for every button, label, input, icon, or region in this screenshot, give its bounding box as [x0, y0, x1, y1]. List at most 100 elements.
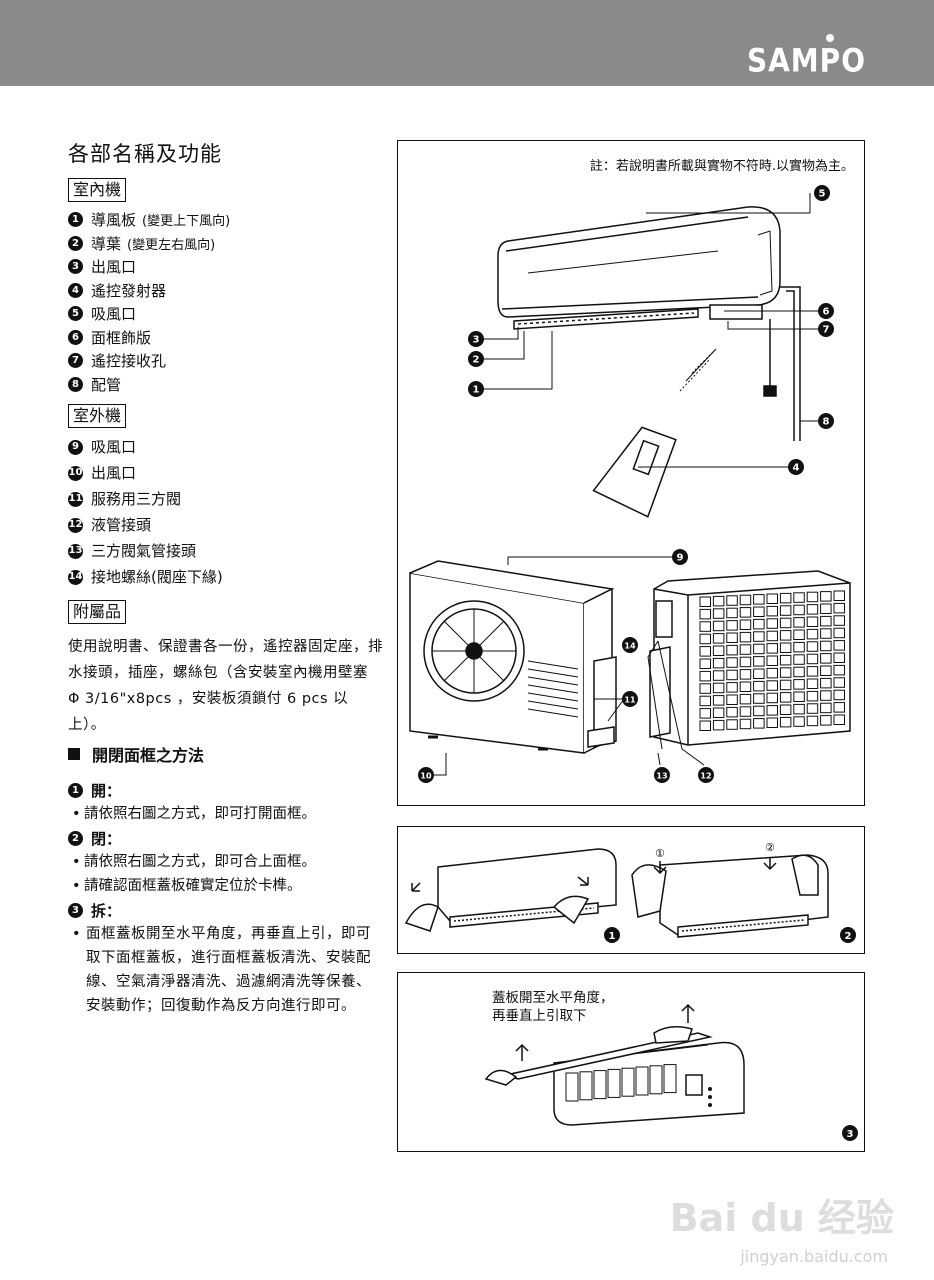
item-label: 導風板: [91, 211, 137, 230]
grid-cell: [793, 716, 805, 727]
grid-cell: [699, 608, 711, 620]
step-heading: 1 開：: [68, 778, 384, 802]
grid-cell: [699, 708, 711, 719]
grid-cell: [739, 607, 752, 618]
grid-cell: [712, 633, 725, 644]
list-item: 2 導葉 (變更左右風向): [68, 232, 384, 256]
signal-waves: [679, 348, 717, 392]
step-number-badge: 1: [68, 782, 83, 798]
grid-cell: [793, 604, 805, 616]
item-label: 吸風口: [91, 438, 137, 456]
callout-label: 8: [823, 417, 830, 428]
grid-cell: [712, 620, 725, 632]
grid-cell: [820, 715, 832, 726]
accessories-label: 附屬品: [68, 600, 127, 624]
grid-cell: [806, 628, 819, 640]
grid-cell: [726, 669, 738, 681]
grid-cell: [806, 715, 819, 727]
callout-label: 11: [624, 696, 636, 705]
grid-cell: [779, 716, 792, 728]
callout-label: 6: [823, 307, 830, 318]
grid-cell: [820, 665, 832, 676]
grid-cell: [739, 693, 752, 705]
callout-13: 13: [654, 767, 670, 783]
item-label: 吸風口: [91, 305, 137, 324]
item-note: (變更上下風向): [142, 214, 231, 230]
grid-cell: [699, 596, 711, 607]
grid-cell: [820, 628, 832, 639]
grid-cell: [806, 604, 819, 615]
panel2-label-2: 2: [845, 931, 852, 942]
grid-cell: [779, 592, 792, 604]
grid-cell: [793, 592, 805, 603]
grid-cell: [833, 615, 845, 626]
grid-cell: [779, 630, 792, 641]
item-label: 接地螺絲(閥座下緣): [91, 568, 223, 586]
grid-cell: [753, 718, 765, 729]
remote-drawing: [592, 426, 677, 518]
grid-cell: [753, 606, 765, 617]
callout-8: 8: [818, 413, 834, 429]
grid-cell: [726, 620, 738, 631]
grid-cell: [833, 652, 845, 663]
item-label: 服務用三方閥: [91, 490, 182, 508]
number-badge: 14: [68, 569, 83, 585]
removal-caption-1: 蓋板開至水平角度，: [492, 990, 614, 1006]
grid-cell: [806, 678, 819, 689]
outdoor-unit-front-drawing: [409, 560, 617, 754]
grid-cell: [712, 707, 725, 718]
accessories-text: 使用說明書、保證書各一份，遙控器固定座，排水接頭，插座，螺絲包（含安裝室內機用壁…: [68, 639, 383, 733]
callout-14: 14: [622, 637, 638, 653]
callout-11: 11: [622, 691, 638, 707]
removal-diagram: 3: [484, 1003, 858, 1141]
step-instruction: 面框蓋板開至水平角度，再垂直上引，即可取下面框蓋板，進行面框蓋板清洗、安裝配線、…: [68, 922, 384, 1018]
item-label: 配管: [91, 375, 122, 394]
number-badge: 12: [68, 517, 83, 533]
step-label: 開：: [91, 781, 122, 800]
grid-cell: [753, 668, 765, 679]
item-label: 導葉: [91, 234, 122, 253]
callout-4: 4: [788, 459, 804, 475]
grid-cell: [833, 677, 845, 688]
callout-label: 1: [473, 385, 480, 396]
grid-cell: [739, 718, 752, 730]
number-badge: 2: [68, 235, 83, 251]
watermark-url: jingyan.baidu.com: [740, 1247, 888, 1266]
grid-cell: [820, 591, 832, 602]
step-number-badge: 2: [68, 830, 83, 846]
grid-cell: [806, 591, 819, 603]
outdoor-label: 室外機: [68, 404, 127, 428]
filter-cell: [607, 1068, 621, 1098]
grid-cell: [833, 590, 845, 601]
grid-cell: [766, 692, 778, 704]
grid-cell: [820, 702, 832, 714]
grid-cell: [712, 695, 725, 706]
grid-cell: [699, 695, 711, 707]
grid-cell: [833, 640, 845, 651]
grid-cell: [766, 630, 778, 642]
item-note: (變更左右風向): [127, 237, 216, 253]
grid-cell: [793, 703, 805, 715]
grid-cell: [726, 644, 738, 656]
filter-cell: [565, 1072, 579, 1102]
panel3-label: 3: [847, 1129, 854, 1140]
grid-cell: [806, 703, 819, 714]
grid-cell: [726, 632, 738, 643]
grid-cell: [766, 705, 778, 716]
open-close-diagram: ① ② 1 2: [404, 841, 856, 943]
number-badge: 8: [68, 376, 83, 392]
callout-label: 2: [473, 355, 480, 366]
callout-label: 4: [793, 463, 800, 474]
grid-cell: [779, 605, 792, 616]
grid-cell: [820, 640, 832, 652]
removal-caption-2: 再垂直上引取下: [492, 1008, 587, 1024]
grid-cell: [766, 655, 778, 666]
grid-cell: [753, 618, 765, 630]
grid-cell: [753, 705, 765, 717]
grid-cell: [726, 595, 738, 606]
